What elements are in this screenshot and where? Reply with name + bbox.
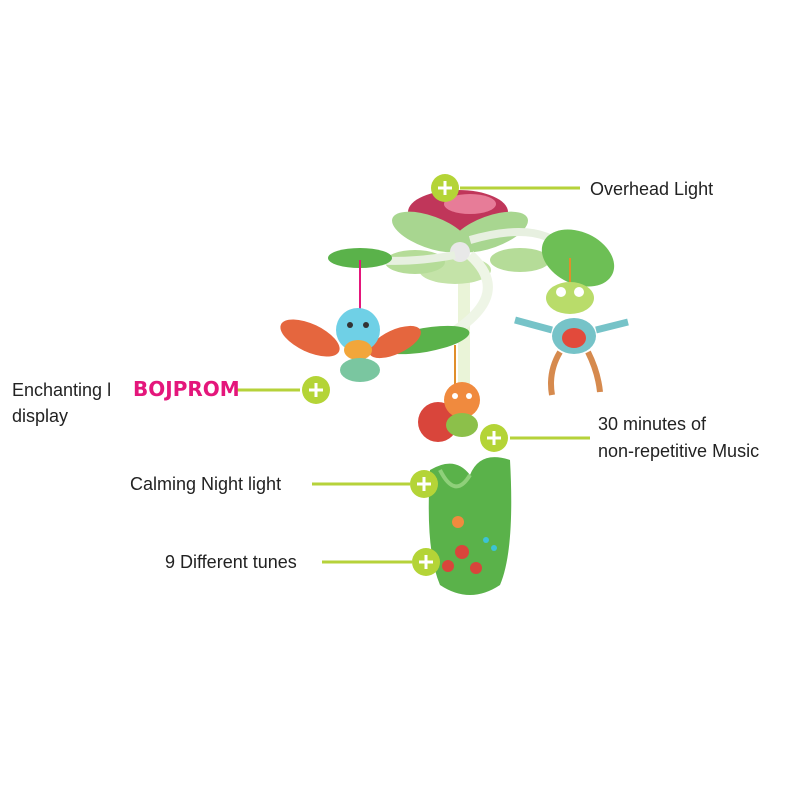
bird-toy	[280, 308, 421, 382]
leaf-base	[428, 457, 512, 595]
label-music-line1: 30 minutes of	[598, 414, 707, 434]
label-tunes: 9 Different tunes	[165, 552, 297, 572]
frog-toy	[514, 282, 629, 396]
bee-toy	[418, 382, 480, 442]
plus-icon-music[interactable]	[480, 424, 508, 452]
label-enchanting-line1: Enchanting l	[12, 380, 112, 400]
label-music-line2: non-repetitive Music	[598, 441, 760, 461]
leaf-right	[541, 229, 615, 287]
label-overhead-light: Overhead Light	[590, 179, 714, 199]
base-button-3	[442, 560, 454, 572]
plus-icon-night[interactable]	[410, 470, 438, 498]
leaf-left	[328, 248, 392, 268]
watermark: BOJPROM	[133, 377, 240, 401]
plus-icon-overhead[interactable]	[431, 174, 459, 202]
label-night-light: Calming Night light	[130, 474, 282, 494]
plus-icon-enchanting[interactable]	[302, 376, 330, 404]
base-button-2	[455, 545, 469, 559]
base-button-1	[452, 516, 464, 528]
plus-icon-tunes[interactable]	[412, 548, 440, 576]
base-button-4	[470, 562, 482, 574]
label-enchanting-line2: display	[12, 406, 69, 426]
callout-lines	[235, 186, 590, 564]
